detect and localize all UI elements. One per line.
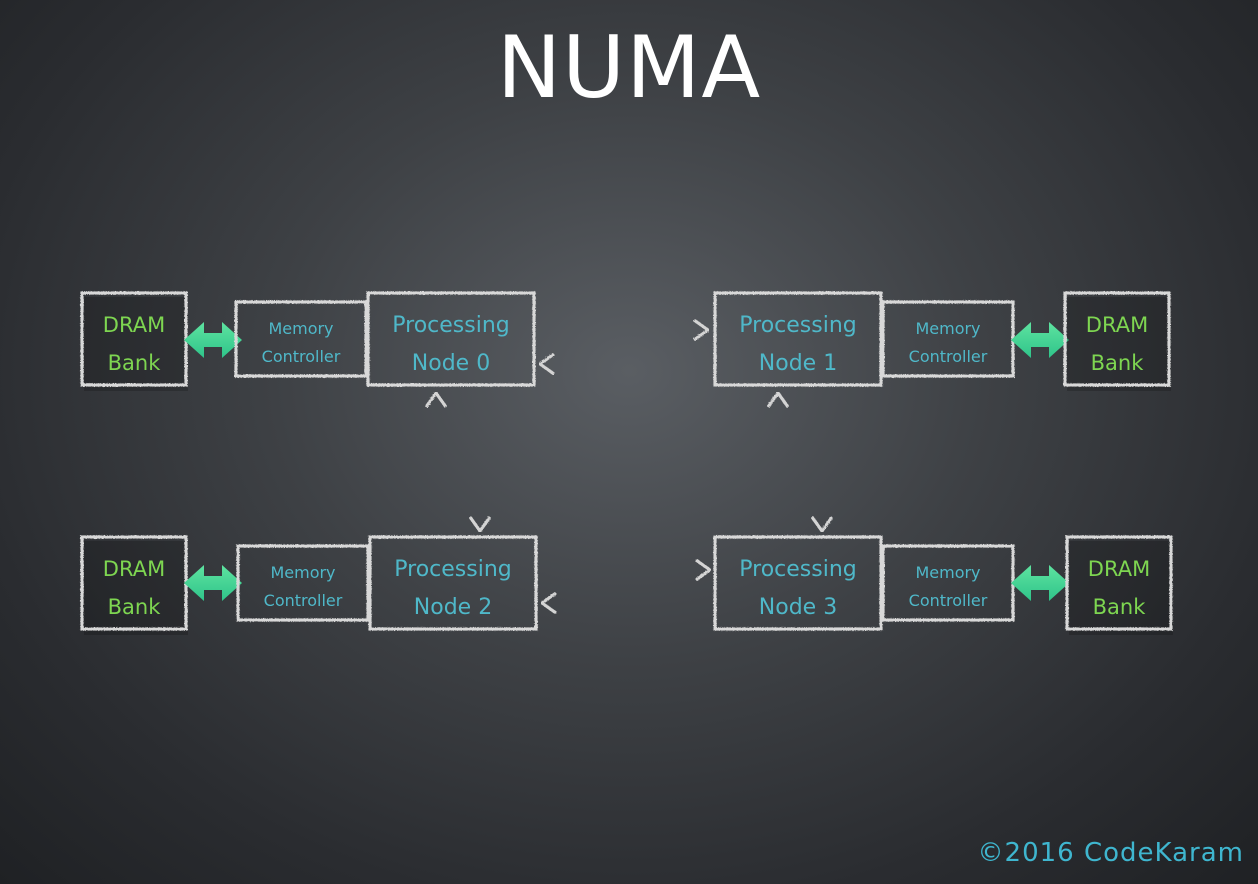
dram-bank-label: Bank xyxy=(108,595,162,619)
dram-bank-label: DRAM xyxy=(1086,313,1148,337)
processing-node-box xyxy=(713,535,883,631)
dram-bank-box xyxy=(1065,535,1173,631)
memory-controller-label: Memory xyxy=(270,563,335,582)
dram-bank-label: DRAM xyxy=(103,313,165,337)
dram-bank-label: DRAM xyxy=(1088,557,1150,581)
copyright-notice: ©2016 CodeKaram xyxy=(977,838,1244,868)
processing-node-box xyxy=(713,291,883,387)
processing-node-label: Node 1 xyxy=(759,351,837,376)
memory-controller-box xyxy=(234,300,368,378)
arrow-node3-to-node2 xyxy=(539,591,712,615)
memory-controller-label: Memory xyxy=(915,563,980,582)
processing-node-label: Processing xyxy=(394,557,511,582)
memory-controller-label: Controller xyxy=(262,347,341,366)
page-title: NUMA xyxy=(496,18,762,118)
processing-node-label: Processing xyxy=(739,557,856,582)
memory-controller-label: Memory xyxy=(268,319,333,338)
bidirectional-link-icon xyxy=(184,322,242,358)
interconnect-arrows xyxy=(424,318,834,615)
arrow-node3-to-node1 xyxy=(766,390,790,535)
dram-bank-box xyxy=(1063,291,1171,387)
bidirectional-link-icon xyxy=(1011,565,1069,601)
arrow-node2-to-node0 xyxy=(424,390,448,535)
arrow-node2-to-node3 xyxy=(540,558,713,582)
bidirectional-link-icon xyxy=(1011,322,1069,358)
arrow-node0-to-node1 xyxy=(538,318,711,342)
processing-node-label: Processing xyxy=(739,313,856,338)
memory-controller-box xyxy=(236,544,370,622)
memory-controller-label: Memory xyxy=(915,319,980,338)
dram-bank-label: Bank xyxy=(1093,595,1147,619)
node0-group: DRAM Bank Memory Controller Processing N… xyxy=(80,291,536,391)
node1-group: Processing Node 1 Memory Controller DRAM… xyxy=(713,291,1171,391)
dram-bank-label: DRAM xyxy=(103,557,165,581)
processing-node-label: Node 0 xyxy=(412,351,490,376)
processing-node-label: Processing xyxy=(392,313,509,338)
memory-controller-label: Controller xyxy=(909,347,988,366)
node3-group: Processing Node 3 Memory Controller DRAM… xyxy=(713,535,1173,635)
arrow-node1-to-node0 xyxy=(537,352,712,376)
processing-node-label: Node 2 xyxy=(414,595,492,620)
bidirectional-link-icon xyxy=(184,565,242,601)
dram-bank-label: Bank xyxy=(1091,351,1145,375)
processing-node-box xyxy=(368,535,538,631)
processing-node-box xyxy=(366,291,536,387)
memory-controller-label: Controller xyxy=(264,591,343,610)
memory-controller-label: Controller xyxy=(909,591,988,610)
arrow-node0-to-node2 xyxy=(468,389,492,534)
dram-bank-label: Bank xyxy=(108,351,162,375)
node2-group: DRAM Bank Memory Controller Processing N… xyxy=(80,535,538,635)
arrow-node1-to-node3 xyxy=(810,389,834,534)
processing-node-label: Node 3 xyxy=(759,595,837,620)
